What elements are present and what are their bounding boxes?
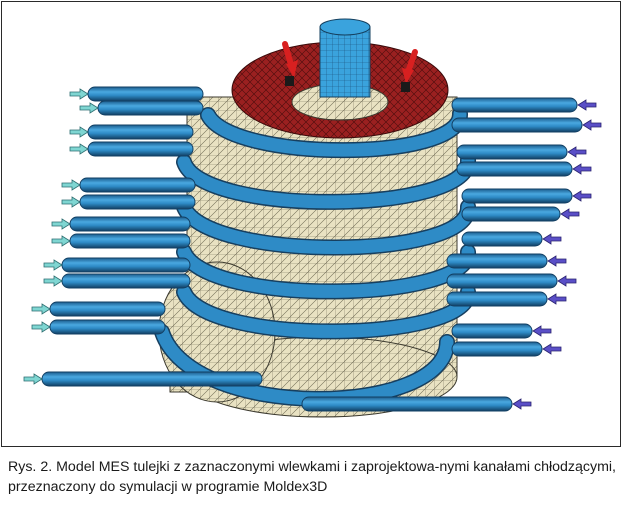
outlet-arrows [23, 88, 99, 385]
figure-caption: Rys. 2. Model MES tulejki z zaznaczonymi… [8, 459, 616, 495]
figure-frame [1, 1, 621, 447]
left-cooling-channels [41, 86, 263, 387]
right-cooling-channels [301, 97, 583, 412]
cooling-coils [154, 106, 476, 407]
core-cylinder [319, 18, 371, 98]
inlet-arrows [512, 99, 602, 410]
fem-model-illustration [23, 18, 602, 418]
gate-markers [282, 41, 418, 92]
